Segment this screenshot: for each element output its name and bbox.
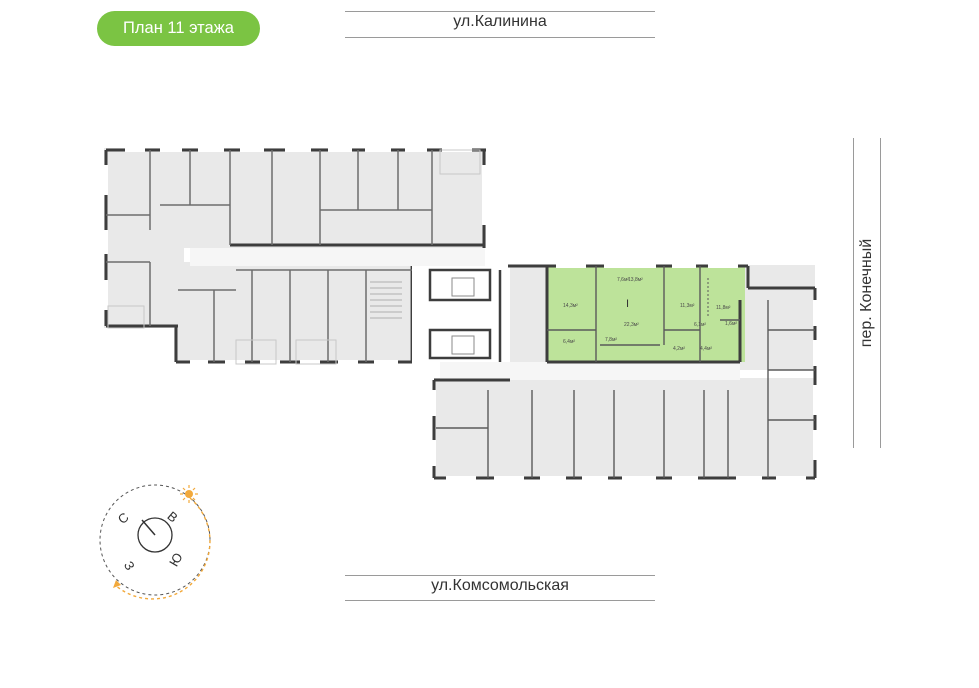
apartment-highlight[interactable]: [547, 266, 745, 362]
street-top: ул.Калинина: [345, 11, 655, 38]
street-right: пер. Конечный: [853, 138, 881, 448]
street-top-label: ул.Калинина: [453, 13, 547, 30]
area-label: 14,3м²: [563, 303, 578, 309]
left-wing: [104, 148, 486, 365]
area-label: 6,1м²: [694, 322, 706, 328]
street-bottom: ул.Комсомольская: [345, 575, 655, 601]
compass-north: С: [115, 509, 132, 527]
area-label: 11,3м²: [680, 303, 695, 309]
area-label: 1,6м²: [725, 321, 737, 327]
sun-path: [114, 497, 211, 600]
area-label: 11,8м²: [716, 305, 731, 311]
area-label: 6,4м²: [563, 339, 575, 345]
area-label: 13,8м²: [628, 277, 643, 283]
area-label: 22,3м²: [624, 322, 639, 328]
compass: С В Ю З: [99, 484, 211, 600]
street-bottom-label: ул.Комсомольская: [431, 577, 569, 594]
floor-plan-badge: План 11 этажа: [97, 11, 260, 46]
area-label: 4,2м²: [673, 346, 685, 352]
right-wing: 7,6м² 13,8м² 14,3м² I 22,3м² 7,8м² 6,4м²…: [432, 264, 817, 480]
rooms-label: I: [626, 298, 629, 310]
sun-icon: [180, 485, 198, 503]
compass-west: З: [121, 559, 138, 573]
compass-needle: [141, 519, 156, 536]
area-label: 7,8м²: [605, 337, 617, 343]
core: [412, 266, 539, 362]
area-label: 4,4м²: [700, 346, 712, 352]
compass-south: Ю: [166, 550, 186, 569]
area-label: 7,6м²: [617, 277, 629, 283]
arrow-icon: [113, 580, 121, 588]
